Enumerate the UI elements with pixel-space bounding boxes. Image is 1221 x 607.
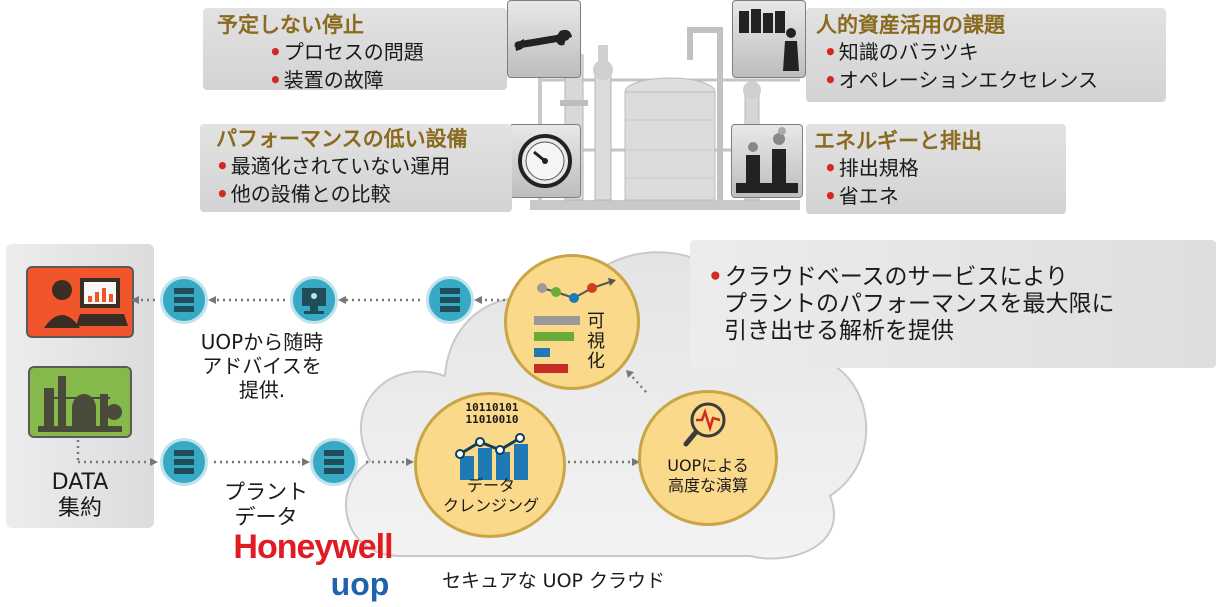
issue-item: •オペレーションエクセレンス [824,68,1098,92]
advice-label: UOPから随時 アドバイスを 提供. [200,330,324,402]
plant-data-label: プラント データ [224,480,308,529]
wrench-tile [507,0,581,78]
data-cleansing-label: データ クレンジング [442,476,539,515]
smokestack-icon [736,127,798,193]
operator-console [26,266,134,338]
issue-box-energy-emission: エネルギーと排出 •排出規格 •省エネ [806,124,1066,214]
callout-text: •クラウドベースのサービスにより プラントのパフォーマンスを最大限に 引き出せる… [708,264,1115,344]
data-aggregation-label: DATA 集約 [51,470,109,521]
wrench-icon [514,29,572,51]
visualization-icon [534,278,616,373]
binary-digits: 10110101 11010010 [465,401,519,426]
issue-item: •排出規格 [824,156,919,180]
advanced-calc-circle [638,390,778,526]
advanced-calc-label: UOPによる 高度な演算 [667,456,749,495]
magnifier-pulse-icon [683,402,726,447]
issue-title: エネルギーと排出 [814,129,982,153]
visualization-label: 可 視 化 [587,311,605,372]
operator-icon [44,278,128,328]
plant-icon [38,376,122,432]
issue-box-human-assets: 人的資産活用の課題 •知識のバラツキ •オペレーションエクセレンス [806,8,1166,102]
server-icon [174,288,460,474]
cloud-callout [690,240,1216,368]
issue-title: 人的資産活用の課題 [816,13,1005,37]
gauge-icon [518,134,572,188]
issue-item: •装置の故障 [269,68,384,92]
cleansing-chart-icon [455,433,528,480]
issue-box-low-performance: パフォーマンスの低い設備 •最適化されていない運用 •他の設備との比較 [200,124,512,212]
people-tile [732,0,806,78]
issue-item: •省エネ [824,184,899,208]
plant-panel [28,366,132,438]
server-node-cloud-top [426,276,474,324]
gauge-tile [509,124,581,198]
emission-tile [731,124,803,198]
issue-item: •知識のバラツキ [824,40,979,64]
monitor-person-icon [302,288,326,314]
issue-item: •他の設備との比較 [216,182,391,206]
issue-item: •プロセスの問題 [269,40,424,64]
issue-title: パフォーマンスの低い設備 [216,127,468,151]
issue-title: 予定しない停止 [217,13,364,37]
cloud-label: セキュアな UOP クラウド [442,570,666,592]
issue-box-unplanned-stop: 予定しない停止 •プロセスの問題 •装置の故障 [203,8,507,92]
issue-item: •最適化されていない運用 [216,154,451,178]
server-node-cloud-bottom [310,438,358,486]
flow-arrows [76,298,647,464]
honeywell-logo: Honeywell [233,528,393,566]
control-room-icon [739,9,799,71]
uop-logo: UOP [330,566,390,602]
